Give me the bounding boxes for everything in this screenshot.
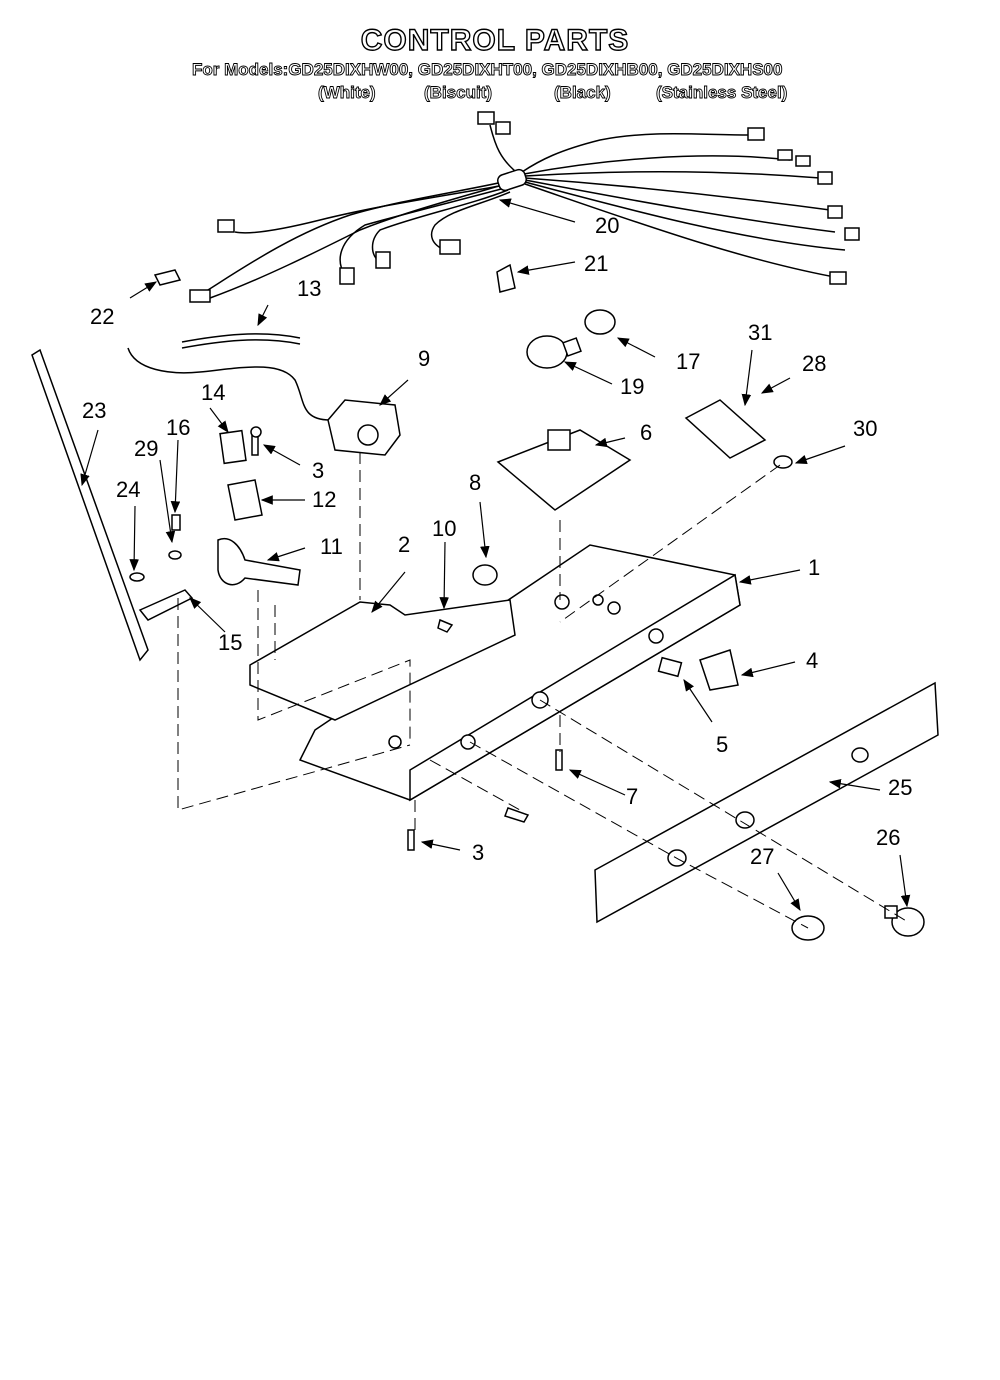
variant-white: (White) [318,83,376,103]
callout-label: 17 [676,349,700,374]
front-panel [594,681,939,924]
callout-label: 8 [469,470,481,495]
callout-label: 6 [640,420,652,445]
callout-label: 31 [748,320,772,345]
knobs [791,905,925,941]
callout-label: 25 [888,775,912,800]
callout-label: 4 [806,648,818,673]
callout-label: 16 [166,415,190,440]
callout-label: 9 [418,346,430,371]
callout-label: 7 [626,784,638,809]
callout-label: 5 [716,732,728,757]
callout-label: 14 [201,380,225,405]
callout-label: 23 [82,398,106,423]
callout-labels: 1 2 3 3 4 5 6 7 8 9 10 11 12 13 14 15 16… [82,213,912,869]
callout-label: 24 [116,477,140,502]
variant-black: (Black) [554,83,612,103]
callout-label: 3 [472,840,484,865]
control-board [496,429,632,511]
light-bulb-and-socket [526,309,616,369]
callout-label: 3 [312,458,324,483]
callout-label: 20 [595,213,619,238]
assembly-guides [177,452,909,929]
trim-strip [31,348,149,662]
callout-label: 2 [398,532,410,557]
page-title: CONTROL PARTS [360,23,630,57]
variant-biscuit: (Biscuit) [424,83,493,103]
callout-label: 30 [853,416,877,441]
callout-label: 21 [584,251,608,276]
callout-label: 12 [312,487,336,512]
switch-board [684,399,793,469]
harness-clips [153,263,516,293]
housing-hardware [407,564,739,851]
callout-label: 15 [218,630,242,655]
callout-label: 26 [876,825,900,850]
callout-label: 10 [432,516,456,541]
callout-label: 11 [320,534,343,559]
callout-label: 13 [297,276,321,301]
lever-assembly [129,514,194,621]
wiring-harness [189,111,860,303]
callout-label: 19 [620,374,644,399]
callout-label: 28 [802,351,826,376]
callout-label: 27 [750,844,774,869]
sensor-wire [127,347,331,421]
thermostat [327,399,401,456]
models-line: For Models:GD25DIXHW00, GD25DIXHT00, GD2… [192,60,783,80]
callout-label: 1 [808,555,820,580]
callout-label: 29 [134,436,158,461]
variant-stainless: (Stainless Steel) [656,83,788,103]
leader-lines [80,198,911,912]
tube [181,333,301,349]
small-parts [217,426,301,586]
callout-label: 22 [90,304,114,329]
